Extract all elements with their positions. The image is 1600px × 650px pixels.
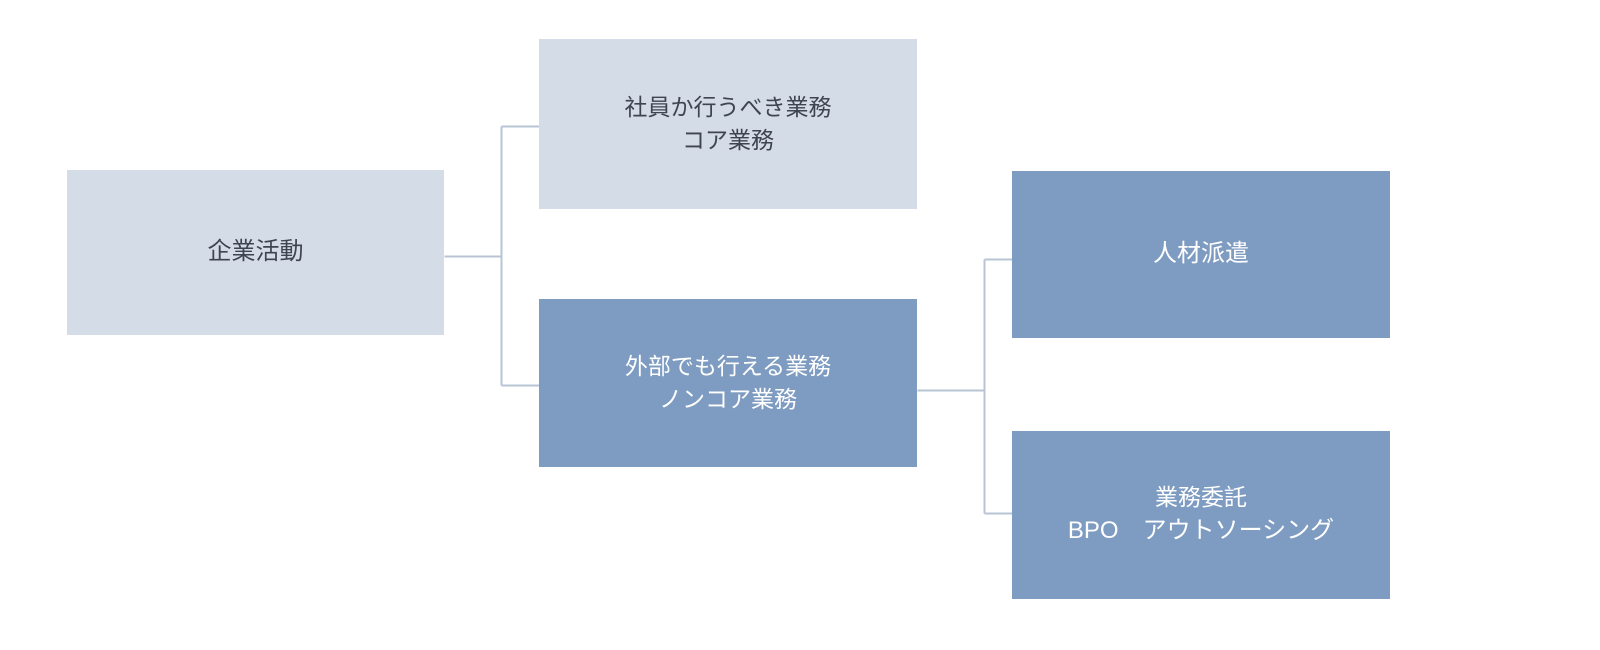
node-business-outsourcing-line-1: 業務委託 xyxy=(1155,483,1247,510)
node-corporate-activity-line-1: 企業活動 xyxy=(207,238,304,266)
node-core-work-line-2: コア業務 xyxy=(682,127,774,153)
node-non-core-work-line-1: 外部でも行える業務 xyxy=(624,352,832,379)
node-core-work[interactable]: 社員か行うべき業務 コア業務 xyxy=(539,39,917,209)
node-non-core-work[interactable]: 外部でも行える業務 ノンコア業務 xyxy=(539,299,917,467)
node-corporate-activity[interactable]: 企業活動 xyxy=(67,170,444,335)
node-business-outsourcing-line-2: BPO アウトソーシング xyxy=(1067,517,1335,545)
node-temporary-staffing-line-1: 人材派遣 xyxy=(1153,240,1249,268)
node-temporary-staffing[interactable]: 人材派遣 xyxy=(1012,171,1390,338)
node-non-core-work-line-2: ノンコア業務 xyxy=(659,386,797,412)
node-core-work-line-1: 社員か行うべき業務 xyxy=(624,93,832,120)
node-business-outsourcing[interactable]: 業務委託 BPO アウトソーシング xyxy=(1012,431,1390,599)
